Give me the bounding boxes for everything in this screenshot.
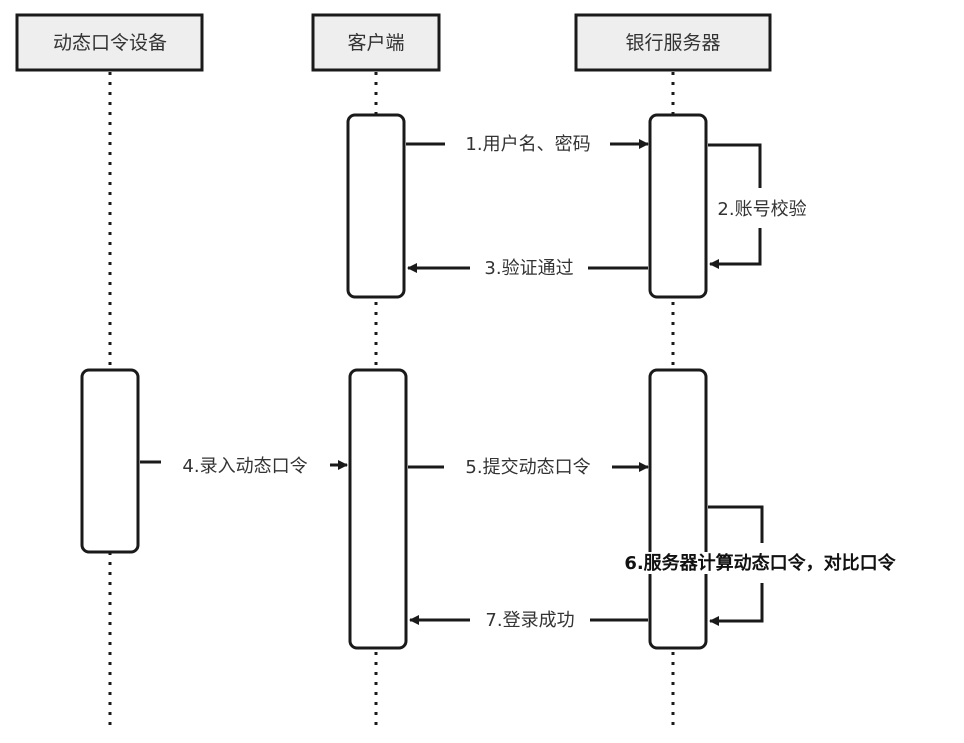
message-2-label: 2.账号校验 (717, 199, 806, 220)
message-3: 3.验证通过 (407, 258, 648, 279)
label-backdrop (482, 258, 576, 279)
label-backdrop (463, 134, 593, 155)
label-backdrop (483, 610, 577, 631)
message-4: 4.录入动态口令 (140, 456, 348, 477)
message-1-label: 1.用户名、密码 (465, 134, 590, 155)
participant-server-label: 银行服务器 (625, 32, 720, 54)
participant-token-label: 动态口令设备 (53, 32, 167, 54)
message-1: 1.用户名、密码 (406, 134, 649, 155)
message-7: 7.登录成功 (409, 610, 648, 631)
label-backdrop (463, 457, 593, 478)
message-6-label: 6.服务器计算动态口令，对比口令 (624, 552, 896, 574)
participant-client: 客户端 (311, 13, 441, 72)
activation-client-2 (348, 368, 408, 650)
message-6: 6.服务器计算动态口令，对比口令 (622, 505, 899, 626)
label-backdrop (180, 456, 310, 477)
participant-client-label: 客户端 (347, 32, 404, 54)
activation-client-1 (346, 113, 406, 299)
message-2: 2.账号校验 (708, 143, 809, 269)
message-5: 5.提交动态口令 (408, 457, 649, 478)
message-4-label: 4.录入动态口令 (182, 456, 307, 477)
message-7-label: 7.登录成功 (485, 610, 574, 631)
message-5-label: 5.提交动态口令 (465, 457, 590, 478)
participant-server: 银行服务器 (574, 13, 772, 72)
activation-token-1 (80, 368, 140, 554)
participant-token: 动态口令设备 (15, 13, 204, 72)
activation-server-1 (648, 113, 708, 299)
activation-server-2 (648, 368, 708, 650)
label-backdrop (622, 552, 899, 574)
label-backdrop (715, 199, 809, 220)
message-3-label: 3.验证通过 (484, 258, 573, 279)
